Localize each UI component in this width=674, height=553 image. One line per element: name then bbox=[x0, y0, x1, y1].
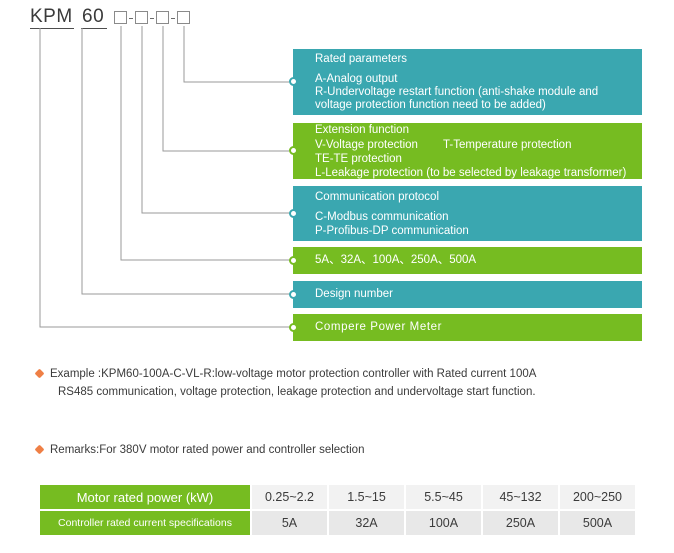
leader-line-design-number bbox=[81, 28, 289, 295]
table-cell: 45~132 bbox=[483, 485, 558, 509]
diamond-bullet-icon bbox=[34, 444, 45, 455]
callout-rated-parameters: Rated parameters A-Analog output R-Under… bbox=[289, 49, 642, 115]
callout-title: Rated parameters bbox=[315, 53, 408, 65]
leader-line-communication-protocol bbox=[141, 26, 289, 214]
code-separator-3 bbox=[171, 18, 175, 19]
code-prefix: KPM bbox=[30, 6, 73, 27]
table-row-header: Motor rated power (kW) bbox=[40, 485, 250, 509]
callout-line: R-Undervoltage restart function (anti-sh… bbox=[315, 86, 599, 111]
callout-line-left: V-Voltage protection bbox=[315, 138, 418, 151]
code-prefix-underline bbox=[30, 28, 74, 29]
callout-title: Compere Power Meter bbox=[315, 321, 443, 333]
callout-design-number: Design number bbox=[289, 281, 642, 308]
connector-dot-extension-function bbox=[289, 146, 298, 155]
callout-extension-function: Extension function V-Voltage protection … bbox=[289, 123, 642, 179]
connector-dot-rated-parameters bbox=[289, 77, 298, 86]
table-cell: 100A bbox=[406, 511, 481, 535]
connector-dot-compere-power-meter bbox=[289, 323, 298, 332]
table-cell: 500A bbox=[560, 511, 635, 535]
connector-dot-current-specifications bbox=[289, 256, 298, 265]
code-placeholder-1[interactable] bbox=[114, 11, 127, 24]
code-placeholder-2[interactable] bbox=[135, 11, 148, 24]
spec-table: Motor rated power (kW) 0.25~2.2 1.5~15 5… bbox=[38, 483, 637, 537]
note-remarks: Remarks:For 380V motor rated power and c… bbox=[34, 441, 646, 459]
code-placeholder-4[interactable] bbox=[177, 11, 190, 24]
callout-title: Communication protocol bbox=[315, 190, 440, 203]
connector-dot-design-number bbox=[289, 290, 298, 299]
callout-compere-power-meter: Compere Power Meter bbox=[289, 314, 642, 341]
leader-line-extension-function bbox=[162, 26, 289, 152]
callout-line: P-Profibus-DP communication bbox=[315, 224, 469, 237]
table-cell: 5A bbox=[252, 511, 327, 535]
callout-title: Extension function bbox=[315, 123, 409, 136]
callout-line: A-Analog output bbox=[315, 73, 398, 85]
callout-line: L-Leakage protection (to be selected by … bbox=[315, 166, 627, 179]
table-row: Controller rated current specifications … bbox=[40, 511, 635, 535]
callout-title: 5A、32A、100A、250A、500A bbox=[315, 254, 477, 266]
table-cell: 32A bbox=[329, 511, 404, 535]
code-series: 60 bbox=[82, 6, 105, 27]
leader-line-rated-parameters bbox=[183, 26, 289, 83]
note-remarks-line1: Remarks:For 380V motor rated power and c… bbox=[50, 444, 365, 456]
code-series-underline bbox=[81, 28, 107, 29]
code-separator-1 bbox=[129, 18, 133, 19]
callout-communication-protocol: Communication protocol C-Modbus communic… bbox=[289, 186, 642, 241]
table-cell: 0.25~2.2 bbox=[252, 485, 327, 509]
table-row-header: Controller rated current specifications bbox=[40, 511, 250, 535]
table-cell: 5.5~45 bbox=[406, 485, 481, 509]
leader-line-current-specifications bbox=[120, 26, 289, 261]
note-example: Example :KPM60-100A-C-VL-R:low-voltage m… bbox=[34, 365, 646, 401]
callout-current-specifications: 5A、32A、100A、250A、500A bbox=[289, 247, 642, 274]
callout-title: Design number bbox=[315, 288, 393, 300]
table-cell: 200~250 bbox=[560, 485, 635, 509]
table-cell: 1.5~15 bbox=[329, 485, 404, 509]
table-row: Motor rated power (kW) 0.25~2.2 1.5~15 5… bbox=[40, 485, 635, 509]
code-placeholder-3[interactable] bbox=[156, 11, 169, 24]
diamond-bullet-icon bbox=[34, 368, 45, 379]
note-example-line2: RS485 communication, voltage protection,… bbox=[58, 386, 536, 398]
leader-line-compere-power-meter bbox=[39, 28, 289, 328]
connector-dot-communication-protocol bbox=[289, 209, 298, 218]
callout-line-pair: V-Voltage protection T-Temperature prote… bbox=[315, 138, 634, 152]
callout-line-right: T-Temperature protection bbox=[443, 138, 572, 151]
note-example-line1: Example :KPM60-100A-C-VL-R:low-voltage m… bbox=[50, 368, 537, 380]
callout-line: C-Modbus communication bbox=[315, 210, 449, 223]
code-separator-2 bbox=[150, 18, 154, 19]
table-cell: 250A bbox=[483, 511, 558, 535]
callout-line: TE-TE protection bbox=[315, 152, 402, 165]
